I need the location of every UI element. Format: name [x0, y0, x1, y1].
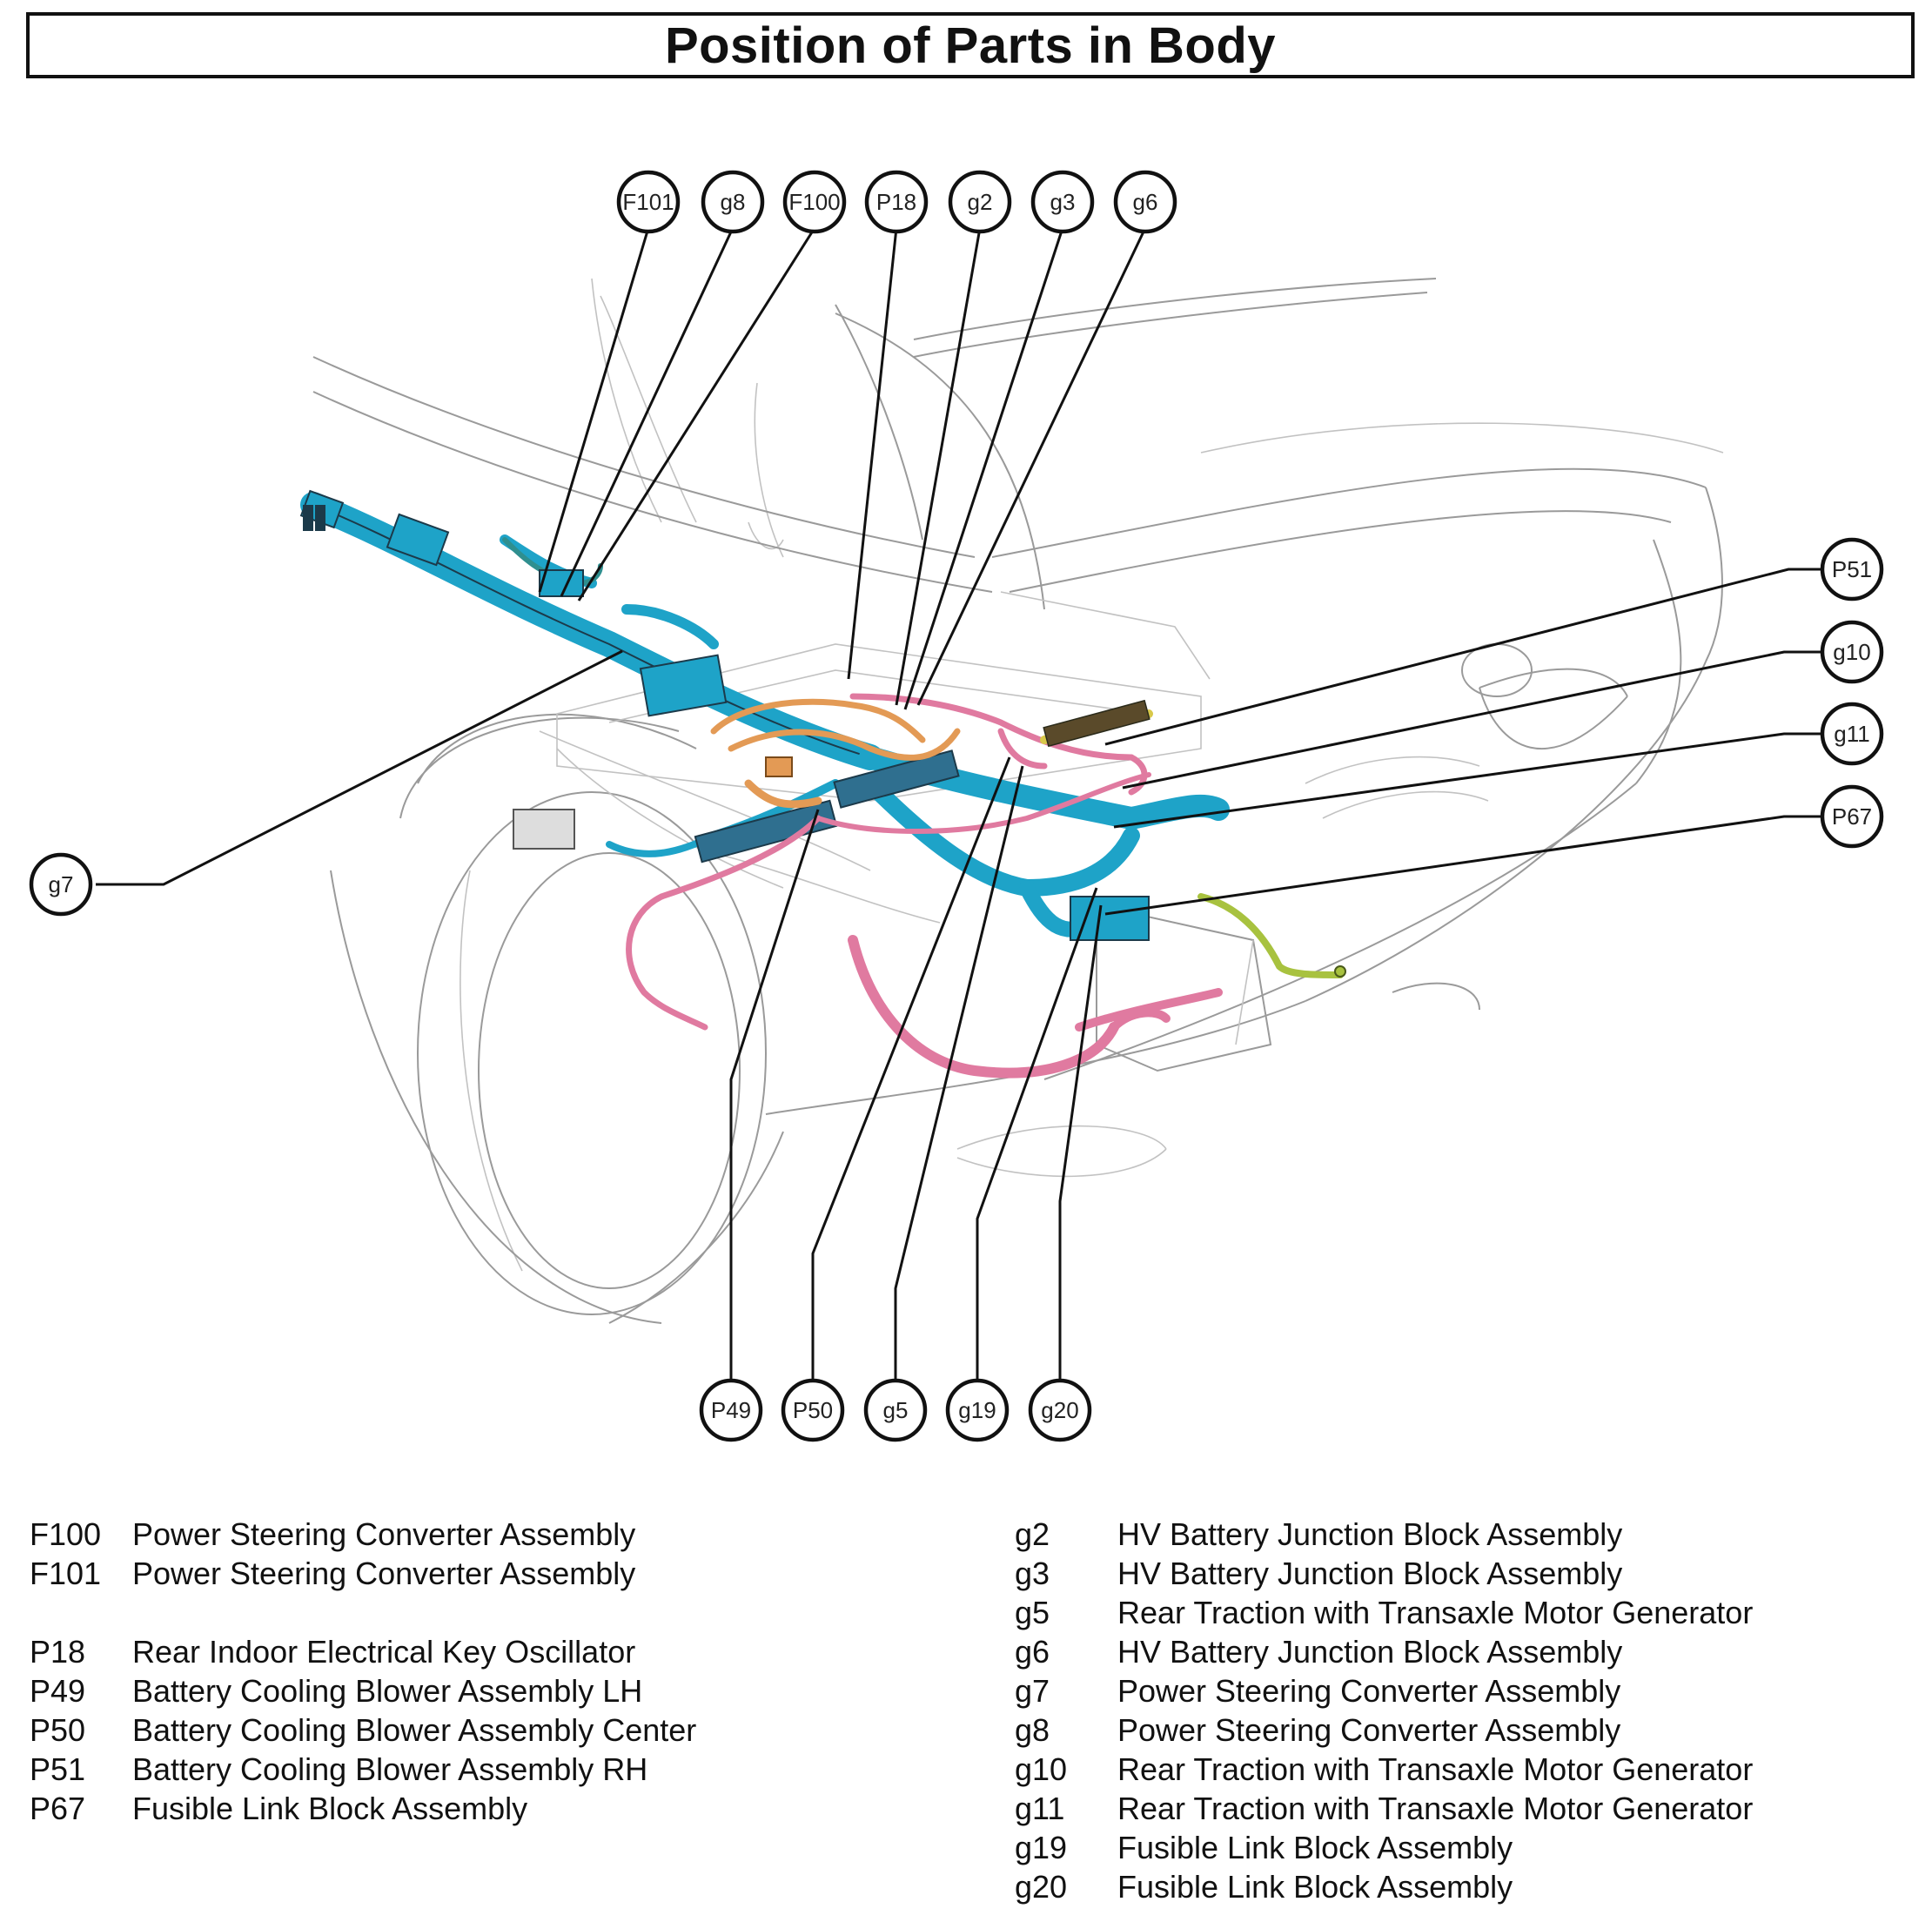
- legend-description: Power Steering Converter Assembly: [132, 1516, 636, 1552]
- legend-right: g2 HV Battery Junction Block Assembly g3…: [1015, 1515, 1753, 1906]
- legend-row: g11 Rear Traction with Transaxle Motor G…: [1015, 1789, 1753, 1828]
- legend-code: P50: [30, 1712, 86, 1748]
- legend-description: Rear Traction with Transaxle Motor Gener…: [1117, 1595, 1754, 1630]
- legend-code: g8: [1015, 1712, 1050, 1748]
- legend-row: P18 Rear Indoor Electrical Key Oscillato…: [30, 1632, 696, 1671]
- callout-g6[interactable]: g6: [1113, 170, 1177, 234]
- legend-code: g11: [1015, 1791, 1065, 1826]
- wire-harness: [299, 489, 1346, 1079]
- legend-spacer: [30, 1593, 696, 1632]
- legend-code: g19: [1015, 1830, 1068, 1865]
- callout-label: P67: [1832, 803, 1872, 830]
- legend-code: g2: [1015, 1516, 1050, 1552]
- legend-code: P67: [30, 1791, 86, 1826]
- legend-description: Battery Cooling Blower Assembly RH: [132, 1751, 648, 1787]
- legend-row: g5 Rear Traction with Transaxle Motor Ge…: [1015, 1593, 1753, 1632]
- callout-g7[interactable]: g7: [29, 852, 93, 917]
- callout-label: F101: [622, 189, 674, 215]
- legend-row: g2 HV Battery Junction Block Assembly: [1015, 1515, 1753, 1554]
- callout-g8[interactable]: g8: [701, 170, 765, 234]
- legend-row: g20 Fusible Link Block Assembly: [1015, 1867, 1753, 1906]
- bottom-leader-stubs: [729, 1323, 1062, 1381]
- legend-description: Fusible Link Block Assembly: [1117, 1830, 1513, 1865]
- legend-code: P49: [30, 1673, 86, 1709]
- callout-g11[interactable]: g11: [1820, 702, 1884, 766]
- legend-code: F101: [30, 1556, 102, 1591]
- legend-description: Fusible Link Block Assembly: [132, 1791, 528, 1826]
- legend-description: Rear Traction with Transaxle Motor Gener…: [1117, 1751, 1754, 1787]
- legend-code: g5: [1015, 1595, 1050, 1630]
- legend-row: P49 Battery Cooling Blower Assembly LH: [30, 1671, 696, 1710]
- legend-row: g10 Rear Traction with Transaxle Motor G…: [1015, 1750, 1753, 1789]
- legend-row: F101 Power Steering Converter Assembly: [30, 1554, 696, 1593]
- title-box: Position of Parts in Body: [26, 12, 1915, 78]
- legend-row: g6 HV Battery Junction Block Assembly: [1015, 1632, 1753, 1671]
- callout-g20[interactable]: g20: [1028, 1378, 1092, 1442]
- legend-left: F100 Power Steering Converter Assembly F…: [30, 1515, 696, 1828]
- legend-description: Battery Cooling Blower Assembly LH: [132, 1673, 643, 1709]
- callout-label: g19: [958, 1397, 996, 1423]
- legend-description: Power Steering Converter Assembly: [132, 1556, 636, 1591]
- callout-F100[interactable]: F100: [782, 170, 847, 234]
- leader-lines: [96, 227, 1821, 1323]
- callout-label: g11: [1834, 721, 1869, 747]
- legend-description: Power Steering Converter Assembly: [1117, 1712, 1621, 1748]
- legend-row: P67 Fusible Link Block Assembly: [30, 1789, 696, 1828]
- callout-label: g8: [721, 189, 746, 215]
- callout-g19[interactable]: g19: [945, 1378, 1010, 1442]
- legend-code: g3: [1015, 1556, 1050, 1591]
- legend-code: g20: [1015, 1869, 1068, 1905]
- callout-label: g10: [1833, 639, 1870, 665]
- page-title: Position of Parts in Body: [664, 17, 1277, 74]
- callout-label: P51: [1832, 556, 1872, 582]
- callout-g2[interactable]: g2: [948, 170, 1012, 234]
- legend-description: HV Battery Junction Block Assembly: [1117, 1556, 1623, 1591]
- legend-row: g7 Power Steering Converter Assembly: [1015, 1671, 1753, 1710]
- legend-description: Battery Cooling Blower Assembly Center: [132, 1712, 697, 1748]
- legend-row: P50 Battery Cooling Blower Assembly Cent…: [30, 1710, 696, 1750]
- legend-description: Rear Traction with Transaxle Motor Gener…: [1117, 1791, 1754, 1826]
- callout-label: g20: [1041, 1397, 1078, 1423]
- legend-description: HV Battery Junction Block Assembly: [1117, 1516, 1623, 1552]
- legend-code: F100: [30, 1516, 102, 1552]
- callout-label: g6: [1133, 189, 1158, 215]
- callout-P49[interactable]: P49: [699, 1378, 763, 1442]
- callout-label: g5: [883, 1397, 909, 1423]
- callout-label: P18: [876, 189, 916, 215]
- callout-P67[interactable]: P67: [1820, 784, 1884, 849]
- legend-description: Power Steering Converter Assembly: [1117, 1673, 1621, 1709]
- callout-label: F100: [788, 189, 840, 215]
- callout-label: P50: [793, 1397, 833, 1423]
- callout-label: g3: [1050, 189, 1076, 215]
- callout-label: g7: [49, 871, 74, 897]
- callout-P51[interactable]: P51: [1820, 537, 1884, 601]
- legend-code: g7: [1015, 1673, 1050, 1709]
- legend-description: HV Battery Junction Block Assembly: [1117, 1634, 1623, 1670]
- legend-row: P51 Battery Cooling Blower Assembly RH: [30, 1750, 696, 1789]
- legend-code: P51: [30, 1751, 86, 1787]
- callout-P18[interactable]: P18: [864, 170, 929, 234]
- callout-g3[interactable]: g3: [1030, 170, 1095, 234]
- callout-P50[interactable]: P50: [781, 1378, 845, 1442]
- legend-row: g3 HV Battery Junction Block Assembly: [1015, 1554, 1753, 1593]
- legend-row: g8 Power Steering Converter Assembly: [1015, 1710, 1753, 1750]
- legend-row: F100 Power Steering Converter Assembly: [30, 1515, 696, 1554]
- callout-g5[interactable]: g5: [863, 1378, 928, 1442]
- callout-label: g2: [968, 189, 993, 215]
- callout-F101[interactable]: F101: [616, 170, 681, 234]
- legend-code: g6: [1015, 1634, 1050, 1670]
- callout-label: P49: [711, 1397, 751, 1423]
- legend-description: Fusible Link Block Assembly: [1117, 1869, 1513, 1905]
- legend-row: g19 Fusible Link Block Assembly: [1015, 1828, 1753, 1867]
- callout-g10[interactable]: g10: [1820, 620, 1884, 684]
- legend-code: P18: [30, 1634, 86, 1670]
- legend-description: Rear Indoor Electrical Key Oscillator: [132, 1634, 636, 1670]
- legend-code: g10: [1015, 1751, 1068, 1787]
